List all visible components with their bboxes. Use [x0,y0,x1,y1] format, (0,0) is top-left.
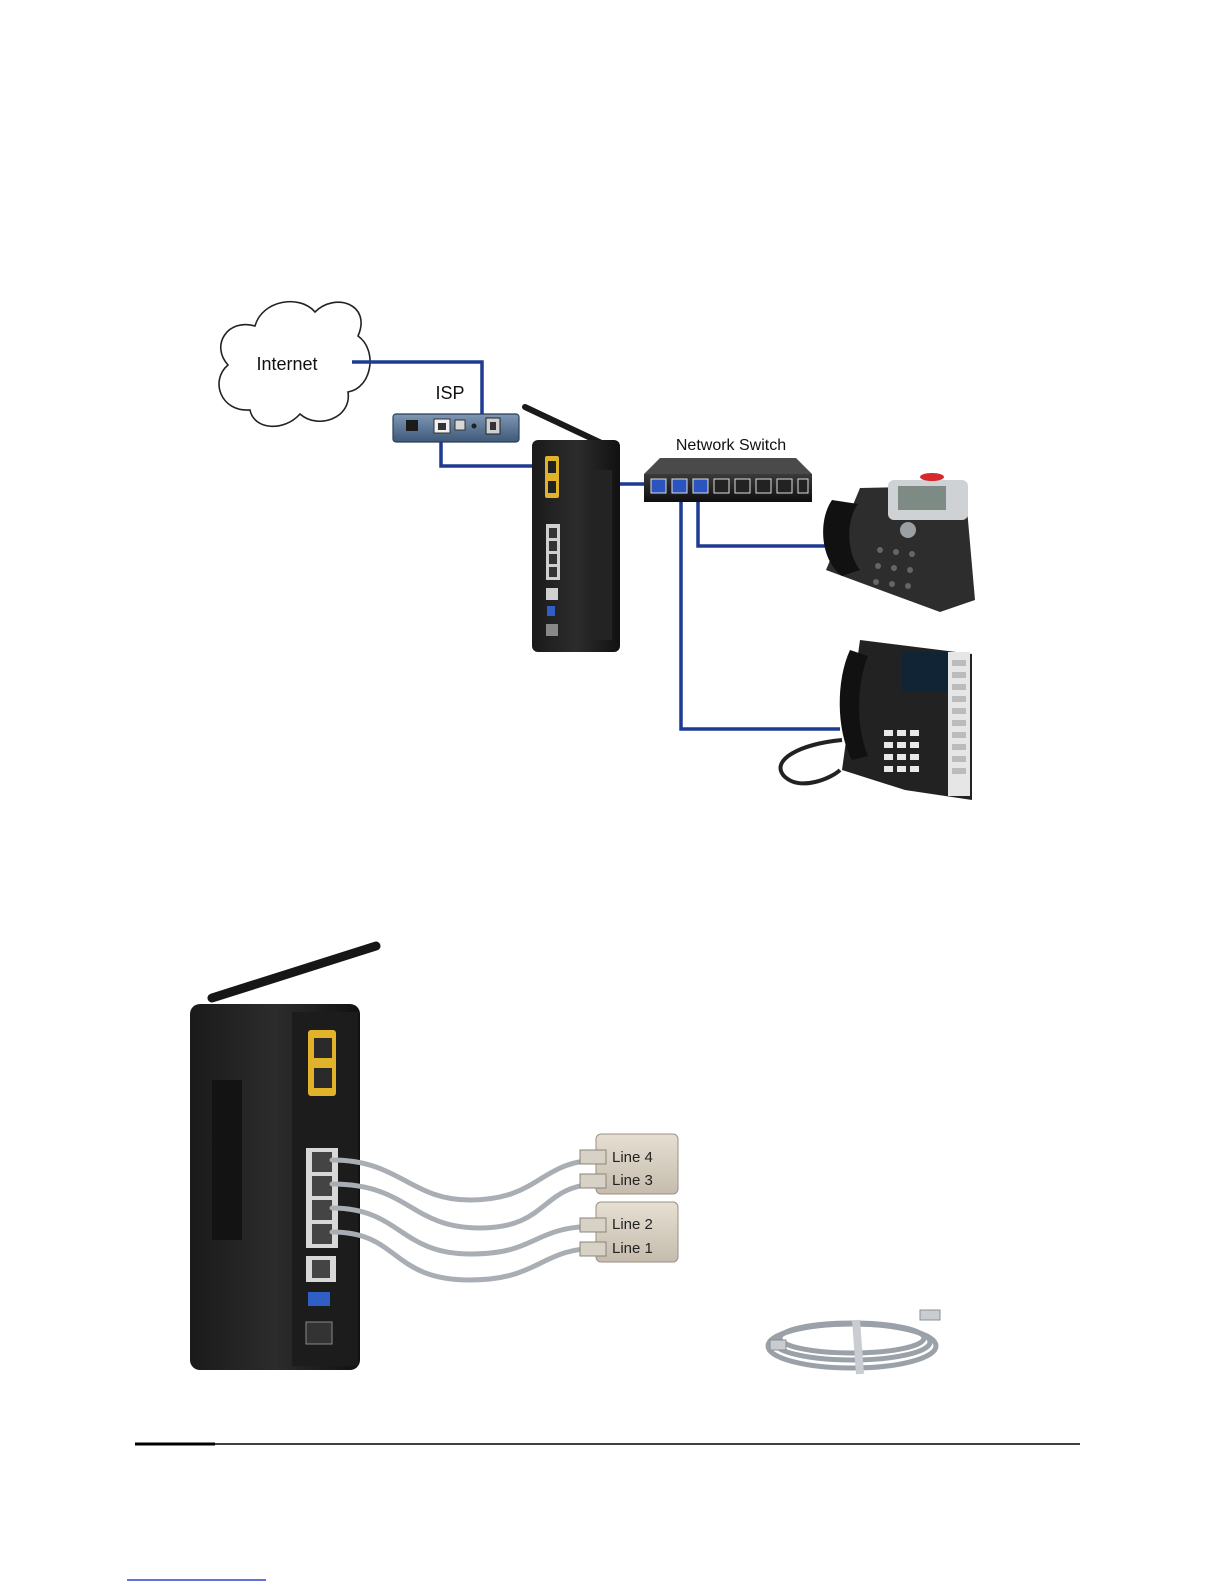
cable-line-3 [332,1184,600,1228]
line-1-label: Line 1 [612,1240,653,1257]
cable-switch-to-phone2 [681,486,840,729]
voip-router-large-icon [190,946,376,1370]
internet-cloud-icon: Internet [219,302,370,427]
top-network-diagram: Internet ISP [219,302,975,800]
isp-modem-icon: ISP [393,383,519,442]
cable-line-2 [332,1208,600,1254]
line-2-label: Line 2 [612,1216,653,1233]
internet-label: Internet [256,354,317,374]
line-3-label: Line 3 [612,1172,653,1189]
network-switch-icon: Network Switch [644,437,812,502]
phone-line-cables [332,1160,600,1280]
isp-label: ISP [435,383,464,403]
phone-splitter-b-icon: Line 2 Line 1 [580,1202,678,1262]
voip-router-icon [525,407,620,652]
line-4-label: Line 4 [612,1149,653,1166]
bottom-phone-line-diagram: Line 4 Line 3 Line 2 Line 1 [190,946,940,1374]
ip-phone-1-icon [823,473,975,612]
switch-ports [651,479,808,493]
network-switch-label: Network Switch [676,437,786,454]
phone-splitter-a-icon: Line 4 Line 3 [580,1134,678,1194]
coiled-phone-cable-icon [768,1310,940,1374]
page-footer [127,1444,1080,1580]
ip-phone-2-icon [781,640,972,800]
